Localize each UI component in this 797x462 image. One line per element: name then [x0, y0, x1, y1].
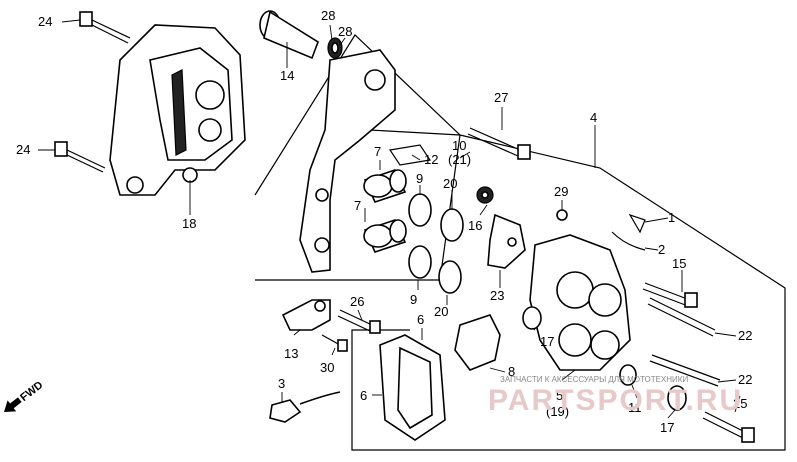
callout-14: 14	[280, 68, 294, 83]
caliper-body-4	[529, 234, 631, 371]
seal-9-lower	[408, 245, 432, 279]
bolt-25	[702, 411, 755, 443]
callout-20-upper: 20	[443, 176, 457, 191]
callout-25: 25	[733, 396, 747, 411]
callout-28-upper: 28	[321, 8, 335, 23]
pin-15	[642, 282, 698, 308]
callout-9-upper: 9	[416, 171, 423, 186]
screw-29	[556, 209, 568, 221]
callout-24-upper: 24	[38, 14, 52, 29]
callout-17-upper: 17	[540, 334, 554, 349]
callout-4: 4	[590, 110, 597, 125]
callout-2: 2	[658, 242, 665, 257]
shim-8	[454, 314, 501, 371]
callout-22-lower: 22	[738, 372, 752, 387]
bolt-30	[321, 334, 348, 352]
callout-30: 30	[320, 360, 334, 375]
callout-20-lower: 20	[434, 304, 448, 319]
seal-9-upper	[408, 193, 432, 227]
bracket-23	[487, 213, 526, 269]
leader-lines	[38, 19, 741, 419]
seal-20-lower	[438, 260, 462, 294]
callout-7-lower: 7	[354, 198, 361, 213]
bolt-26	[337, 309, 381, 334]
watermark-tagline: ЗАПЧАСТИ К АКСЕССУАРЫ ДЛЯ МОТОТЕХНИКИ	[500, 375, 688, 384]
fwd-label: FWD	[18, 379, 45, 404]
callout-15: 15	[672, 256, 686, 271]
callout-29: 29	[554, 184, 568, 199]
slide-pin-14	[259, 10, 319, 60]
callout-8: 8	[508, 364, 515, 379]
callout-6-upper: 6	[417, 312, 424, 327]
pin-22-lower	[649, 354, 721, 387]
caliper-bracket	[299, 49, 396, 273]
callout-19: (19)	[546, 404, 569, 419]
pin-22-upper	[647, 297, 716, 337]
callout-26: 26	[350, 294, 364, 309]
seal-11	[619, 364, 637, 386]
watermark-logo: PARTSPORT.RU	[488, 384, 743, 417]
callout-12: 12	[424, 152, 438, 167]
clip-3	[269, 391, 341, 423]
callout-6-lower: 6	[360, 388, 367, 403]
callout-11: 11	[628, 400, 642, 415]
callout-22-upper: 22	[738, 328, 752, 343]
retainer-clip-12	[388, 144, 432, 166]
bolt-27	[467, 127, 531, 160]
piston-7-lower	[363, 219, 407, 253]
boot-17-upper	[522, 306, 542, 330]
forward-arrow: FWD	[4, 379, 45, 412]
callout-23: 23	[490, 288, 504, 303]
callout-17-lower: 17	[660, 420, 674, 435]
callout-21: (21)	[448, 152, 471, 167]
callout-24-lower: 24	[16, 142, 30, 157]
boot-28	[327, 37, 343, 59]
bolt-24-upper	[79, 11, 131, 44]
callout-28-lower: 28	[338, 24, 352, 39]
callout-1: 1	[668, 210, 675, 225]
seal-20-upper	[440, 208, 464, 242]
bracket-13	[281, 299, 331, 331]
boot-17-lower	[667, 385, 687, 411]
callout-16: 16	[468, 218, 482, 233]
callout-9-lower: 9	[410, 292, 417, 307]
callout-3: 3	[278, 376, 285, 391]
bolt-24-lower	[54, 141, 106, 173]
callout-10: 10	[452, 138, 466, 153]
clip-1	[628, 213, 646, 234]
bleeder-16	[476, 186, 494, 204]
callout-5: 5	[556, 388, 563, 403]
spring-2	[611, 231, 646, 251]
piston-7-upper	[363, 169, 407, 203]
callout-7-upper: 7	[374, 144, 381, 159]
caliper-body-assembly	[109, 24, 246, 196]
callout-18: 18	[182, 216, 196, 231]
brake-pad-6	[379, 334, 446, 441]
callout-27: 27	[494, 90, 508, 105]
callout-13: 13	[284, 346, 298, 361]
